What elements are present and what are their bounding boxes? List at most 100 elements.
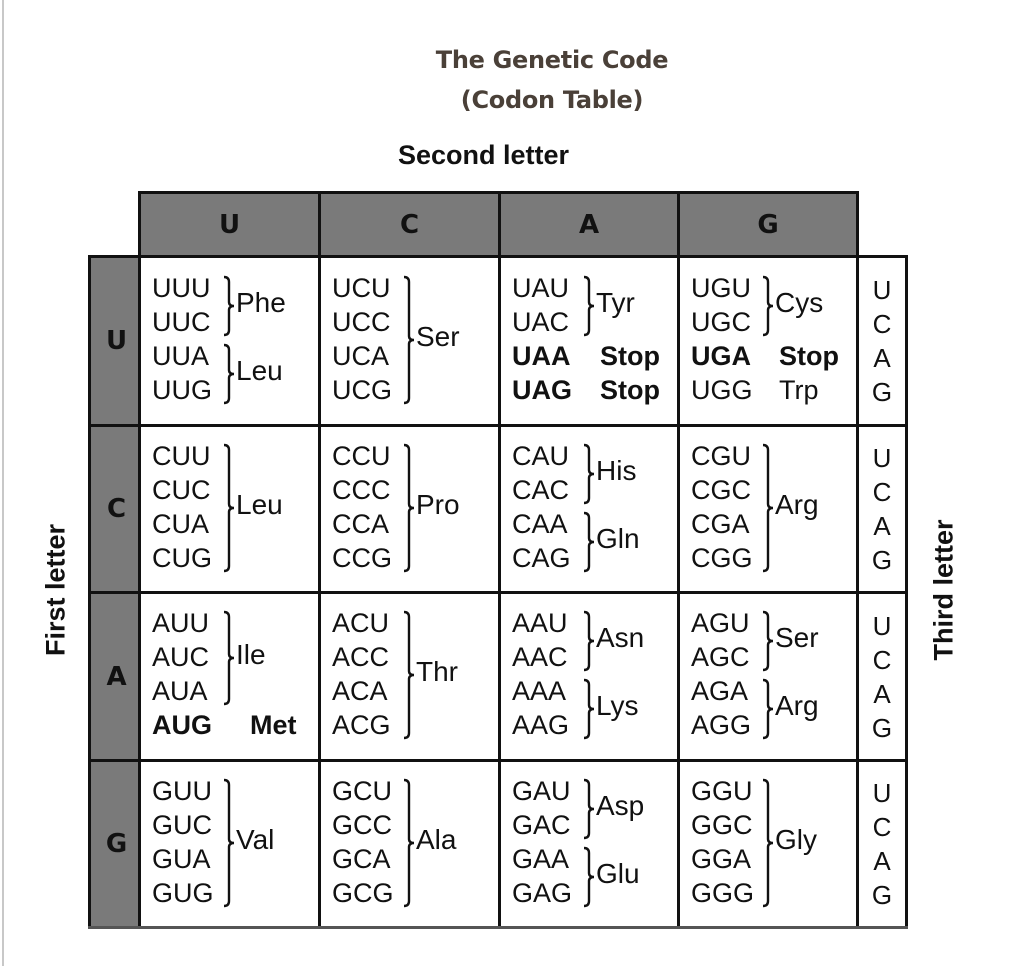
codon: UGU bbox=[691, 272, 751, 303]
page-title: The Genetic Code bbox=[435, 46, 669, 74]
codon: UCA bbox=[332, 340, 390, 371]
third-letter-g: G bbox=[871, 712, 893, 743]
amino-acid-label: Leu bbox=[236, 354, 283, 386]
third-letter-g: G bbox=[871, 880, 893, 910]
amino-acid-label: Phe bbox=[236, 286, 286, 318]
second-letter-header-g: G bbox=[677, 191, 859, 258]
codon: CCA bbox=[332, 508, 390, 539]
amino-acid-label: Thr bbox=[416, 656, 458, 687]
second-letter-header-u: U bbox=[138, 191, 321, 258]
amino-acid-label: Arg bbox=[775, 690, 819, 721]
amino-acid-label: Gln bbox=[596, 522, 640, 554]
codon: CCC bbox=[332, 474, 391, 505]
third-letter-a: A bbox=[873, 511, 891, 541]
codon: UAA bbox=[512, 340, 571, 371]
codon: CGA bbox=[691, 508, 750, 539]
brace-icon bbox=[223, 275, 235, 336]
codon: CUA bbox=[152, 508, 210, 539]
third-letter-u: U bbox=[872, 443, 892, 473]
amino-acid-label: Gly bbox=[775, 823, 817, 855]
amino-acid-label: Trp bbox=[779, 374, 819, 405]
first-letter-header-c: C bbox=[88, 424, 141, 594]
codon: AGU bbox=[691, 608, 750, 638]
amino-acid-label: Cys bbox=[775, 286, 824, 318]
codon: GGG bbox=[691, 877, 755, 908]
codon: CUC bbox=[152, 474, 211, 505]
codon: UAG bbox=[512, 374, 572, 405]
codon: AAC bbox=[512, 642, 568, 672]
amino-acid-label: Stop bbox=[600, 374, 660, 405]
amino-acid-label: His bbox=[596, 454, 637, 486]
codon: CUU bbox=[152, 440, 211, 471]
codon: CAG bbox=[512, 542, 571, 573]
brace-icon bbox=[762, 610, 774, 672]
codon: UGG bbox=[691, 374, 753, 405]
codon: CAC bbox=[512, 474, 570, 505]
brace-icon bbox=[583, 511, 595, 572]
codon: GGU bbox=[691, 775, 753, 806]
codon: GCC bbox=[332, 809, 392, 840]
third-letter-label: Third letter bbox=[928, 519, 959, 661]
codon: UAU bbox=[512, 272, 570, 303]
codon: AGC bbox=[691, 642, 750, 672]
codon: UCC bbox=[332, 306, 391, 337]
second-letter-label: Second letter bbox=[398, 140, 570, 170]
codon: GGC bbox=[691, 809, 753, 840]
brace-icon bbox=[223, 610, 235, 706]
codon: GUA bbox=[152, 843, 211, 874]
third-letter-c: C bbox=[872, 812, 892, 842]
brace-icon bbox=[403, 610, 415, 740]
codon: UUU bbox=[152, 272, 211, 303]
codon: GAA bbox=[512, 843, 570, 874]
brace-icon bbox=[762, 778, 774, 907]
third-letter-g: G bbox=[871, 377, 893, 407]
amino-acid-label: Val bbox=[236, 823, 275, 855]
amino-acid-label: Asp bbox=[596, 789, 645, 821]
amino-acid-label: Stop bbox=[600, 340, 660, 371]
amino-acid-label: Tyr bbox=[596, 286, 635, 318]
codon: AGA bbox=[691, 676, 749, 706]
third-letter-a: A bbox=[873, 343, 891, 373]
codon: CCG bbox=[332, 542, 392, 573]
amino-acid-label: Ser bbox=[416, 320, 460, 352]
amino-acid-label: Pro bbox=[416, 488, 460, 520]
brace-icon bbox=[223, 443, 235, 572]
codon: AAA bbox=[512, 676, 567, 706]
codon: GGA bbox=[691, 843, 752, 874]
amino-acid-label: Ala bbox=[416, 823, 457, 855]
first-letter-header-u: U bbox=[88, 255, 141, 427]
brace-icon bbox=[583, 275, 595, 336]
codon: UGC bbox=[691, 306, 751, 337]
first-letter-header-g: G bbox=[88, 759, 141, 929]
codon: UAC bbox=[512, 306, 570, 337]
codon: AUA bbox=[152, 676, 208, 706]
third-letter-a: A bbox=[873, 678, 891, 709]
codon: ACC bbox=[332, 642, 390, 672]
third-letter-c: C bbox=[872, 477, 892, 507]
third-letter-u: U bbox=[872, 275, 892, 305]
first-letter-header-a: A bbox=[88, 591, 141, 762]
brace-icon bbox=[223, 778, 235, 907]
codon: ACU bbox=[332, 608, 390, 638]
amino-acid-label: Ser bbox=[775, 622, 819, 653]
brace-icon bbox=[583, 678, 595, 740]
codon: CUG bbox=[152, 542, 212, 573]
codon: GCG bbox=[332, 877, 394, 908]
brace-icon bbox=[583, 443, 595, 504]
codon: ACG bbox=[332, 710, 391, 740]
codon: CAA bbox=[512, 508, 568, 539]
codon: UCU bbox=[332, 272, 391, 303]
first-letter-label: First letter bbox=[40, 523, 71, 657]
third-letter-c: C bbox=[872, 309, 892, 339]
second-letter-header-a: A bbox=[498, 191, 680, 258]
codon: AGG bbox=[691, 710, 752, 740]
third-letter-g: G bbox=[871, 545, 893, 575]
codon: GAG bbox=[512, 877, 573, 908]
amino-acid-label: Leu bbox=[236, 488, 283, 520]
amino-acid-label: Stop bbox=[779, 340, 839, 371]
brace-icon bbox=[223, 343, 235, 404]
codon: GAC bbox=[512, 809, 571, 840]
